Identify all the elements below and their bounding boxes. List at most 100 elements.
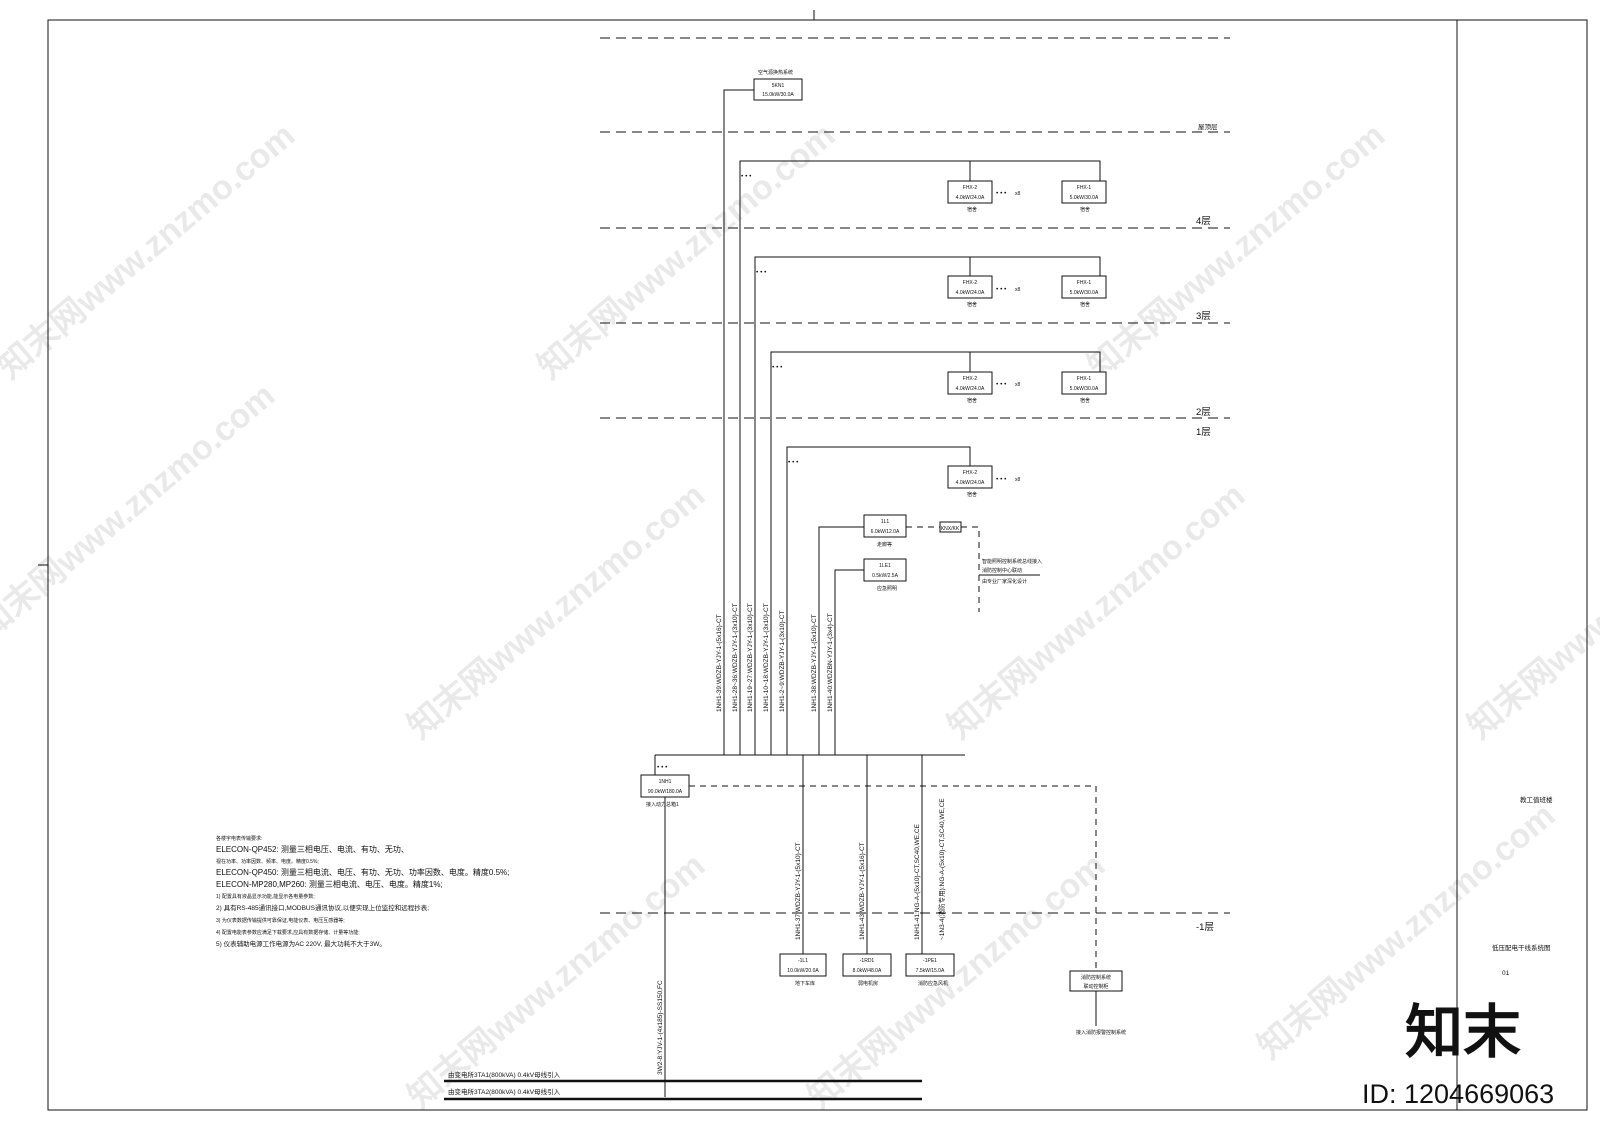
project-name: 教工值班楼 (1520, 795, 1553, 804)
watermark-text: 知末网www.znzmo.com (401, 476, 712, 746)
ellipsis: • • • (996, 476, 1007, 483)
panel-id: -1L1 (798, 958, 808, 964)
panel-id: FHX-2 (963, 470, 978, 476)
panel-1l1 (863, 514, 907, 538)
note-line: 4) 配置电能表参数应满足下载要求,应具有数据存储、计量等功能; (216, 929, 360, 936)
floor-label-2: 2层 (1196, 407, 1211, 418)
panel-fhx1 (1061, 275, 1107, 299)
panel-note: 接入动力总箱1 (646, 801, 679, 808)
floor-label-4: 4层 (1196, 216, 1211, 227)
feeder-line (770, 351, 1101, 755)
feeder-line (818, 526, 864, 755)
panel-note: 弱电机房 (858, 980, 878, 987)
panel-id: 1LE1 (879, 563, 891, 569)
panel-note: 地下车库 (795, 980, 815, 987)
notes-block: 各楼宇电表传输要求: ELECON-QP452: 测量三相电压、电流、有功、无功… (216, 835, 509, 948)
floor-lines (600, 37, 1230, 914)
panel-b1pe1 (905, 953, 955, 977)
ellipsis: • • • (996, 286, 1007, 293)
drawing-title: 低压配电干线系统图 (1492, 943, 1551, 952)
annotation: 消防控制中心联动 (982, 567, 1022, 574)
panel-id: 5KN1 (772, 83, 785, 89)
panel-id: -1PE1 (923, 958, 937, 964)
feeder-line (723, 89, 754, 755)
annotation: 由专业厂家深化设计 (982, 578, 1027, 585)
panel-note: 宿舍 (1080, 397, 1090, 404)
panel-rating: 15.0kW/30.0A (762, 92, 794, 98)
panel-note: 宿舍 (1080, 301, 1090, 308)
panel-rating: 5.0kW/30.0A (1070, 195, 1099, 201)
panel-rating: 10.0kW/20.0A (787, 968, 819, 974)
panel-rating: 90.0kW/180.0A (648, 789, 683, 795)
cable-label: 1NH1-10~18:WDZB-YJY-1-(3x10)-CT (763, 603, 770, 712)
feeder-line (739, 160, 1101, 755)
panel-id: -1RD1 (860, 958, 875, 964)
annotation: 智能照明控制系统总线接入 (982, 558, 1042, 565)
watermark-text: 知末网www.znzmo.com (1081, 116, 1392, 386)
floor-label-b1: -1层 (1196, 922, 1214, 933)
drawing-number: 01 (1502, 970, 1510, 977)
watermark-text: 知末网www.znzmo.com (531, 116, 842, 386)
panel-fhx2 (947, 180, 993, 204)
panel-fhx2 (947, 275, 993, 299)
panel-fhx1 (1061, 180, 1107, 204)
note-line: 1) 配置具有液晶显示功能,能显示各电量参数; (216, 893, 315, 900)
panel-note: 宿舍 (967, 397, 977, 404)
panel-note: 宿舍 (967, 301, 977, 308)
floor-label-3: 3层 (1196, 311, 1211, 322)
panel-note: 空气源换热系统 (758, 69, 793, 76)
image-id: ID: 1204669063 (1362, 1079, 1554, 1109)
ellipsis: • • • (756, 269, 767, 276)
cable-label: 1NH1-28~36:WDZB-YJY-1-(3x10)-CT (732, 603, 739, 712)
ellipsis: • • • (788, 459, 799, 466)
box-line: 消防控制系统 (1081, 974, 1111, 981)
watermark-text: 知末网www.znzmo.com (1461, 476, 1600, 746)
feeder-line (834, 569, 864, 755)
watermark-text: 知末网www.znzmo.com (0, 116, 302, 386)
cable-label: 1NH1-2~9:WDZB-YJY-1-(3x10)-CT (779, 611, 786, 712)
watermark-text: 知末网www.znzmo.com (0, 376, 282, 646)
panel-1le1 (863, 558, 907, 582)
note-line: 5) 仪表辅助电源工作电源为AC 220V, 最大功耗不大于3W。 (216, 939, 386, 948)
panel-fhx1 (1061, 371, 1107, 395)
panel-rating: 4.0kW/24.0A (956, 290, 985, 296)
cable-label: 3W2-8:YJV-1-(4x185)-SS150,FC (657, 980, 664, 1075)
panel-fhx2 (947, 371, 993, 395)
panel-note: 走廊等 (877, 541, 892, 548)
panel-b1rd1 (842, 953, 892, 977)
panel-id: 1NH1 (659, 779, 672, 785)
panel-rating: 4.0kW/24.0A (956, 195, 985, 201)
panel-rating: 4.0kW/24.0A (956, 480, 985, 486)
cable-label: 1NH1-19~27:WDZB-YJY-1-(3x10)-CT (747, 603, 754, 712)
panel-id: FHX-2 (963, 376, 978, 382)
cable-label: 1NH1-38:WDZB-YJY-1-(5x10)-CT (811, 614, 818, 712)
panel-note: 消防应急风机 (918, 980, 948, 987)
panel-rating: 6.0kW/12.0A (871, 529, 900, 535)
cable-label: ~1N3-4(消防专用):NG-A-(5x10)-CT,SC40,WE,CE (937, 798, 946, 940)
multiplier: x8 (1015, 287, 1021, 293)
cable-label: 1NH1-40:WDZBN-YJY-1-(3x4)-CT (827, 613, 834, 712)
panel-note: 宿舍 (1080, 206, 1090, 213)
panel-id: FHX-1 (1077, 376, 1092, 382)
feeder-line (786, 446, 971, 755)
panel-id: FHX-1 (1077, 185, 1092, 191)
transformer-label: 由变电所3TA2(800kVA) 0.4kV母线引入 (448, 1087, 561, 1096)
ellipsis: • • • (772, 364, 783, 371)
cable-label: 1NH1-43:WDZB-YJY-1-(5x16)-CT (859, 842, 866, 940)
annotation: 接入消防报警控制系统 (1076, 1029, 1126, 1036)
panel-note: 应急照明 (877, 585, 897, 592)
ellipsis: • • • (996, 190, 1007, 197)
cable-label: 1NH1-37:WDZB-YJY-1-(5x10)-CT (795, 842, 802, 940)
panel-id: FHX-2 (963, 185, 978, 191)
note-line: 2) 具有RS-485通讯接口,MODBUS通讯协议,以便实现上位监控和远程抄表… (216, 903, 429, 912)
panel-id: 1L1 (881, 519, 890, 525)
panel-rating: 5.0kW/30.0A (1070, 386, 1099, 392)
box-line: 联动控制柜 (1083, 983, 1108, 990)
knx-label: KNX/KK (941, 526, 960, 532)
cable-label: 1NH1-39:WDZB-YJY-1-(5x16)-CT (716, 614, 723, 712)
watermark-text: 知末网www.znzmo.com (941, 476, 1252, 746)
note-line: ELECON-QP450: 测量三相电流、电压、有功、无功、功率因数、电度。精度… (216, 867, 509, 877)
multiplier: x8 (1015, 382, 1021, 388)
panel-rating: 7.5kW/15.0A (916, 968, 945, 974)
